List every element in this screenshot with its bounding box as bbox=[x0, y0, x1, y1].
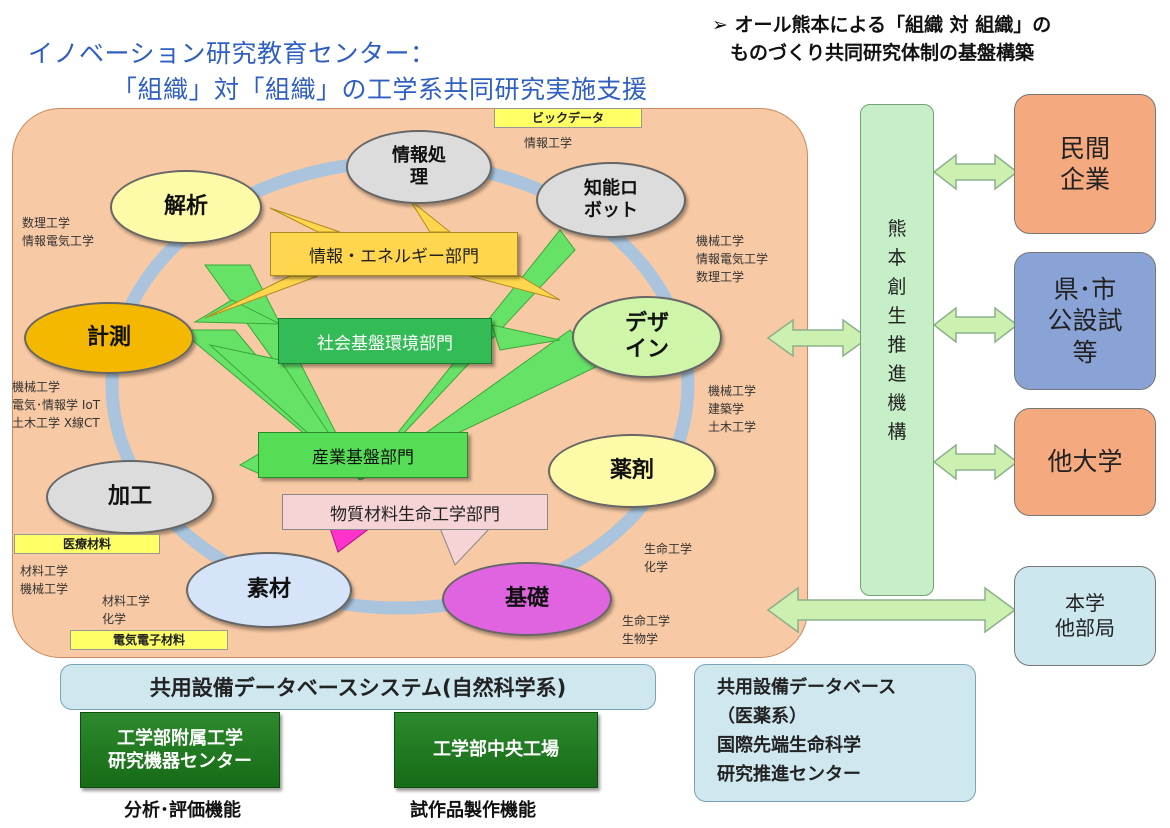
note-info: 情報工学 bbox=[524, 136, 573, 150]
note-measure: 機械工学 電気･情報学 IoT 土木工学 X線CT bbox=[12, 380, 101, 430]
dept-social-infra: 社会基盤環境部門 bbox=[278, 318, 492, 364]
note-analysis: 数理工学 情報電気工学 bbox=[22, 216, 95, 248]
partner-other-university: 他大学 bbox=[1014, 408, 1156, 516]
node-material: 素材 bbox=[186, 552, 352, 628]
arrow-kikou-public bbox=[932, 306, 1019, 344]
green-spike bbox=[193, 299, 281, 325]
shared-equipment-database-medical: 共用設備データベース （医薬系） 国際先端生命科学 研究推進センター bbox=[694, 664, 976, 802]
yellow-callout bbox=[204, 275, 319, 319]
magenta-callout bbox=[329, 527, 372, 553]
yellow-callout bbox=[409, 199, 452, 233]
label-electronic-material: 電気電子材料 bbox=[70, 630, 228, 650]
note-material-left: 材料工学 機械工学 bbox=[20, 564, 69, 596]
arrow-panel-to-kikou bbox=[766, 318, 870, 358]
yellow-callout bbox=[269, 207, 341, 233]
dept-info-energy: 情報・エネルギー部門 bbox=[270, 232, 518, 276]
dept-materials-life: 物質材料生命工学部門 bbox=[282, 494, 548, 530]
headline-line1: ➢ オール熊本による「組織 対 組織」の bbox=[712, 14, 1052, 36]
dept-industrial-infra: 産業基盤部門 bbox=[258, 432, 468, 478]
partner-internal-departments: 本学 他部局 bbox=[1014, 566, 1156, 666]
page-subtitle: 「組織」対「組織」の工学系共同研究実施支援 bbox=[112, 75, 648, 104]
pink-callout bbox=[439, 527, 492, 566]
label-medical-material: 医療材料 bbox=[14, 534, 160, 554]
node-processing: 加工 bbox=[46, 460, 214, 534]
function-analysis: 分析･評価機能 bbox=[124, 800, 241, 821]
engineering-research-instrument-center: 工学部附属工学 研究機器センター bbox=[80, 712, 280, 788]
note-drug: 生命工学 化学 bbox=[644, 542, 693, 574]
arrow-kikou-private bbox=[932, 153, 1019, 191]
node-design: デザ イン bbox=[572, 296, 722, 378]
headline-line2: ものづくり共同研究体制の基盤構築 bbox=[730, 42, 1035, 64]
note-design: 機械工学 建築学 土木工学 bbox=[708, 384, 757, 434]
node-info-processing: 情報処 理 bbox=[346, 130, 492, 204]
note-material-mid: 材料工学 化学 bbox=[102, 594, 151, 626]
node-basic: 基礎 bbox=[442, 562, 612, 636]
label-bigdata: ビックデータ bbox=[494, 108, 642, 128]
arrow-kikou-univ bbox=[932, 443, 1019, 481]
note-basic: 生命工学 生物学 bbox=[622, 614, 671, 646]
kumamoto-promotion-org: 熊 本 創 生 推 進 機 構 bbox=[860, 104, 934, 596]
engineering-central-factory: 工学部中央工場 bbox=[394, 712, 598, 788]
shared-equipment-database-science: 共用設備データベースシステム(自然科学系) bbox=[60, 664, 656, 710]
yellow-callout bbox=[469, 275, 561, 301]
green-spike bbox=[491, 324, 561, 351]
node-analysis: 解析 bbox=[110, 170, 262, 244]
note-robot: 機械工学 情報電気工学 数理工学 bbox=[696, 234, 769, 284]
partner-public-institutes: 県･市 公設試 等 bbox=[1014, 252, 1156, 390]
function-prototype: 試作品製作機能 bbox=[410, 800, 536, 821]
partner-private-company: 民間 企業 bbox=[1014, 94, 1156, 234]
node-intelligent-robot: 知能ロ ボット bbox=[536, 162, 686, 238]
node-measurement: 計測 bbox=[24, 302, 194, 374]
page-title: イノベーション研究教育センター： bbox=[28, 39, 436, 68]
node-drug: 薬剤 bbox=[548, 434, 716, 508]
